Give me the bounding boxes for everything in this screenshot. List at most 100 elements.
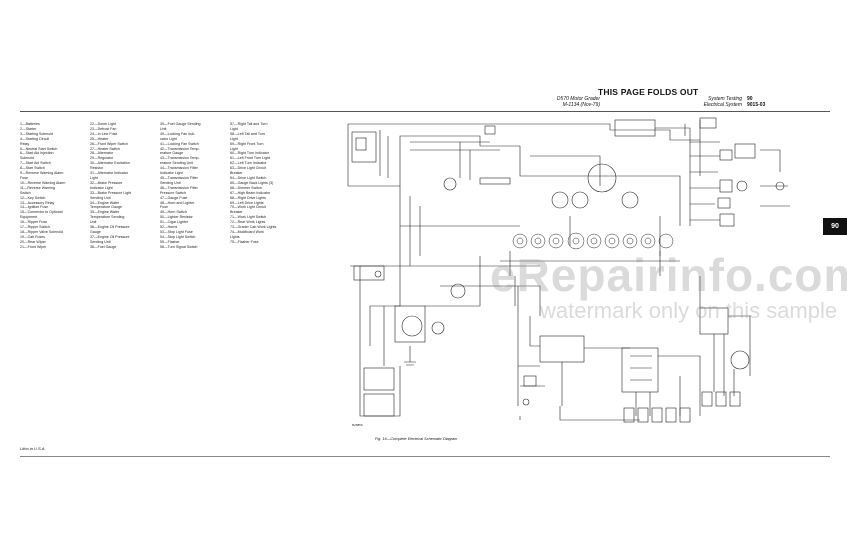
legend-entry: 69—Left Drive Lights xyxy=(230,200,264,205)
legend-entry: 57—Right Tail and Turn xyxy=(230,122,268,126)
legend-entry: 55—Flasher xyxy=(160,239,180,244)
legend-entry: 5—Neutral Start Switch xyxy=(20,146,58,151)
legend-entry: 75—Flasher Fuse xyxy=(230,239,259,244)
legend-entry: Indicator Light xyxy=(160,171,183,176)
legend-entry: Resistor xyxy=(90,166,104,171)
legend-entry: 45—Transmission Filter xyxy=(160,175,198,180)
legend-entry: Sending Unit xyxy=(160,180,181,185)
page-code: 9015-03 xyxy=(747,102,766,108)
legend-entry: Breaker xyxy=(230,171,243,176)
manual-info: D570 Motor Grader M-1134 (Nov-79) xyxy=(525,96,600,108)
legend-entry: 28—Alternator xyxy=(90,151,114,156)
legend-entry: 44—Transmission Filter xyxy=(160,166,198,171)
page-numbers: 90 9015-03 xyxy=(747,96,765,108)
legend-entry: 7—Start Aid Switch xyxy=(20,161,51,166)
legend-entry: 17—Ripper Switch xyxy=(20,225,50,230)
legend-entry: 8—Start Switch xyxy=(20,166,45,171)
legend-entry: 73—Grader Cab Work Lights xyxy=(230,225,277,230)
legend-entry: 10—Reverse Warning Alarm xyxy=(20,180,66,185)
legend-entry: 68—Right Drive Lights xyxy=(230,195,266,200)
legend-entry: 74—Moldboard Work xyxy=(230,229,264,234)
model-name: D570 Motor Grader xyxy=(556,96,600,102)
legend-entry: 23—Defrost Fan xyxy=(90,126,117,131)
legend-entry: 71—Work Light Switch xyxy=(230,215,267,220)
legend-entry: erature Sending Unit xyxy=(160,161,193,166)
legend-entry: 41—Locking Fan Switch xyxy=(160,141,199,146)
legend-entry: Equipment xyxy=(20,215,38,220)
legend-entry: Light xyxy=(230,126,238,131)
legend-entry: 26—Front Wiper Switch xyxy=(90,141,128,146)
legend-entry: 66—Dimmer Switch xyxy=(230,185,262,190)
legend-entry: 49—Horn Switch xyxy=(160,210,187,215)
legend-entry: Sending Unit xyxy=(90,195,111,200)
watermark-site: eRepairinfo.com xyxy=(490,249,847,301)
legend-entry: 27—Heater Switch xyxy=(90,146,120,151)
legend-entry: 63—Drive Light Circuit xyxy=(230,166,266,171)
legend-entry: Sending Unit xyxy=(90,239,111,244)
legend-entry: 65—Gauge Back Lights (3) xyxy=(230,180,274,185)
legend-entry: Relay xyxy=(20,141,30,146)
legend-entry: 36—Engine Oil Pressure xyxy=(90,225,130,230)
legend-entry: 18—Ripper Valve Solenoid xyxy=(20,229,63,234)
legend-entry: 61—Left Front Turn Light xyxy=(230,156,270,161)
legend-entry: 6—Start Aid Injection xyxy=(20,151,54,156)
legend-entry: 1—Batteries xyxy=(20,122,40,126)
legend-entry: Light xyxy=(90,175,98,180)
legend-entry: 19—Cab Fuses xyxy=(20,234,45,239)
legend-entry: 51—Cigar Lighter xyxy=(160,220,189,225)
legend-entry: 34—Engine Water xyxy=(90,200,120,205)
legend-entry: 32—Brake Pressure xyxy=(90,180,123,185)
litho-footer: Litho in U.S.A. xyxy=(20,446,46,451)
legend-entry: 13—Accessory Relay xyxy=(20,200,55,205)
legend-entry: 59—Right Front Turn xyxy=(230,141,264,146)
legend-entry: 64—Drive Light Switch xyxy=(230,175,267,180)
figure-code: R26850 xyxy=(352,423,363,427)
legend-entry: 9—Reverse Warning Alarm xyxy=(20,171,64,176)
legend-entry: Indicator Light xyxy=(90,185,113,190)
header-rule xyxy=(20,111,830,112)
watermark-note: watermark only on this sample xyxy=(540,298,838,323)
legend-entry: 2—Starter xyxy=(20,126,37,131)
legend-entry: Fuse xyxy=(160,205,168,210)
legend-entry: 52—Horns xyxy=(160,225,178,230)
legend-entry: Solenoid xyxy=(20,156,34,161)
legend-entry: 50—Lighter Resistor xyxy=(160,215,193,220)
legend-entry: 62—Left Turn Indicator xyxy=(230,161,267,166)
legend-entry: 46—Transmission Filter xyxy=(160,185,198,190)
section-line-1: System Testing xyxy=(708,96,742,102)
legend-entry: 67—High Beam Indicator xyxy=(230,190,271,195)
bottom-rule xyxy=(20,456,830,457)
legend-entry: 31—Alternator Indicator xyxy=(90,171,128,176)
legend-entry: 22—Dome Light xyxy=(90,122,116,126)
legend-entry: Unit xyxy=(160,126,167,131)
legend-entry: Unit xyxy=(90,220,97,225)
legend-entry: 42—Transmission Temp- xyxy=(160,146,200,151)
legend-entry: 33—Brake Pressure Light xyxy=(90,190,132,195)
figure-caption: Fig. 16—Complete Electrical Schematic Di… xyxy=(375,437,458,441)
legend-entry: 43—Transmission Temp- xyxy=(160,156,200,161)
legend-entry: 54—Stop Light Switch xyxy=(160,234,196,239)
section-line-2: Electrical System xyxy=(703,102,742,108)
section-info: System Testing Electrical System xyxy=(687,96,742,108)
legend-entry: 11—Reverse Warning xyxy=(20,185,55,190)
legend-entry: Switch xyxy=(20,190,31,195)
page-number: 90 xyxy=(747,96,753,102)
legend-entry: cator Light xyxy=(160,136,177,141)
legend-entry: 58—Left Tail and Turn xyxy=(230,131,266,136)
legend-entry: Pressure Switch xyxy=(160,190,186,195)
legend-entry: 72—Rear Work Lights xyxy=(230,220,266,225)
manual-number: M-1134 (Nov-79) xyxy=(562,102,600,108)
legend-entry: Breaker xyxy=(230,210,243,215)
legend-entry: 60—Right Turn Indicator xyxy=(230,151,269,156)
legend-entry: Lights xyxy=(230,234,240,239)
legend-entry: 35—Engine Water xyxy=(90,210,120,215)
legend-entry: 29—Regulator xyxy=(90,156,114,161)
legend-entry: 15—Connector to Optional xyxy=(20,210,63,215)
legend-entry: 39—Fuel Gauge Sending xyxy=(160,122,201,126)
legend-entry: 70—Work Light Circuit xyxy=(230,205,266,210)
section-tab: 90 xyxy=(823,218,847,235)
legend-entry: 40—Locking Fan Indi- xyxy=(160,131,196,136)
